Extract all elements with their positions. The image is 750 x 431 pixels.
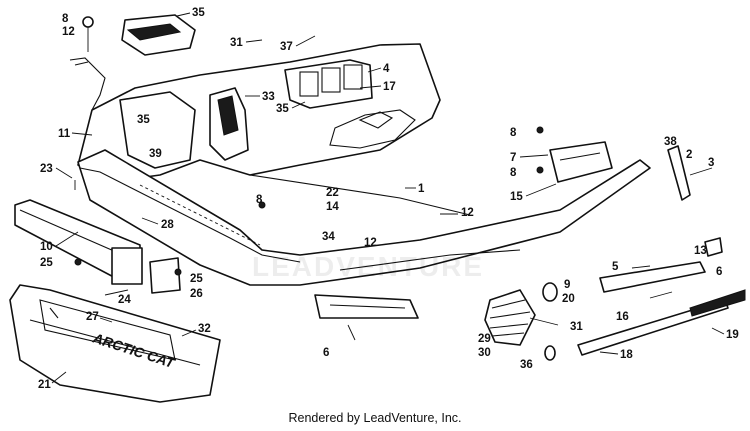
callout-25: 25 bbox=[40, 257, 53, 269]
callout-26: 26 bbox=[190, 288, 203, 300]
callout-17: 17 bbox=[383, 81, 396, 93]
callout-18: 18 bbox=[620, 349, 633, 361]
fasteners bbox=[74, 126, 673, 341]
callout-5: 5 bbox=[612, 261, 619, 273]
rail-grip-strip bbox=[689, 289, 746, 317]
callout-20: 20 bbox=[562, 293, 575, 305]
callout-3: 3 bbox=[708, 157, 714, 169]
callout-4: 4 bbox=[383, 63, 390, 75]
render-credit: Rendered by LeadVenture, Inc. bbox=[288, 411, 462, 425]
watermark: LEADVENTURE bbox=[252, 251, 485, 282]
callout-33: 33 bbox=[262, 91, 275, 103]
callout-8: 8 bbox=[62, 13, 69, 25]
callout-8d: 8 bbox=[256, 194, 263, 206]
callout-22: 22 bbox=[326, 187, 339, 199]
callout-21: 21 bbox=[38, 379, 51, 391]
callout-23: 23 bbox=[40, 163, 53, 175]
vent-panel bbox=[284, 59, 373, 109]
callout-12c: 12 bbox=[364, 237, 377, 249]
callout-29: 29 bbox=[478, 333, 491, 345]
callout-19: 19 bbox=[726, 329, 739, 341]
callout-12b: 12 bbox=[461, 207, 474, 219]
side-shield bbox=[549, 141, 613, 183]
console-shroud bbox=[119, 87, 249, 169]
callout-36: 36 bbox=[520, 359, 533, 371]
callout-30: 30 bbox=[478, 347, 491, 359]
tow-hook bbox=[667, 145, 713, 201]
center-skid-plate bbox=[314, 294, 419, 319]
callout-13: 13 bbox=[694, 245, 707, 257]
callout-2: 2 bbox=[686, 149, 692, 161]
callout-27: 27 bbox=[86, 311, 99, 323]
side-rail-lower bbox=[577, 299, 729, 356]
exhaust-boot bbox=[484, 282, 558, 361]
callout-6b: 6 bbox=[323, 347, 329, 359]
callout-31: 31 bbox=[230, 37, 243, 49]
callout-8b: 8 bbox=[510, 127, 517, 139]
callout-37: 37 bbox=[280, 41, 293, 53]
small-bracket bbox=[149, 257, 181, 294]
callout-12: 12 bbox=[62, 26, 75, 38]
callout-11: 11 bbox=[58, 128, 71, 140]
callout-7: 7 bbox=[510, 152, 516, 164]
callout-6: 6 bbox=[716, 266, 722, 278]
callout-39: 39 bbox=[149, 148, 162, 160]
top-cap bbox=[121, 14, 196, 56]
callout-14: 14 bbox=[326, 201, 339, 213]
callout-24: 24 bbox=[118, 294, 131, 306]
dash-panel-openings bbox=[329, 109, 416, 149]
callout-labels: 8 12 35 31 37 4 17 33 35 35 11 39 23 8 7… bbox=[38, 7, 739, 391]
side-rail-upper bbox=[599, 261, 706, 293]
callout-9: 9 bbox=[564, 279, 570, 291]
corner-bracket bbox=[704, 237, 723, 257]
callout-31b: 31 bbox=[570, 321, 583, 333]
callout-32: 32 bbox=[198, 323, 211, 335]
callout-10: 10 bbox=[40, 241, 53, 253]
callout-16: 16 bbox=[616, 311, 629, 323]
callout-38: 38 bbox=[664, 136, 677, 148]
callout-35: 35 bbox=[192, 7, 205, 19]
callout-28: 28 bbox=[161, 219, 174, 231]
callout-25b: 25 bbox=[190, 273, 203, 285]
callout-35b: 35 bbox=[276, 103, 289, 115]
callout-1: 1 bbox=[418, 183, 425, 195]
mount-bracket bbox=[69, 16, 106, 111]
callout-34: 34 bbox=[322, 231, 335, 243]
front-nose-pan: ARCTIC CAT bbox=[9, 284, 221, 403]
callout-8c: 8 bbox=[510, 167, 517, 179]
callout-35c: 35 bbox=[137, 114, 150, 126]
front-frame-rail bbox=[14, 199, 143, 285]
callout-15: 15 bbox=[510, 191, 523, 203]
